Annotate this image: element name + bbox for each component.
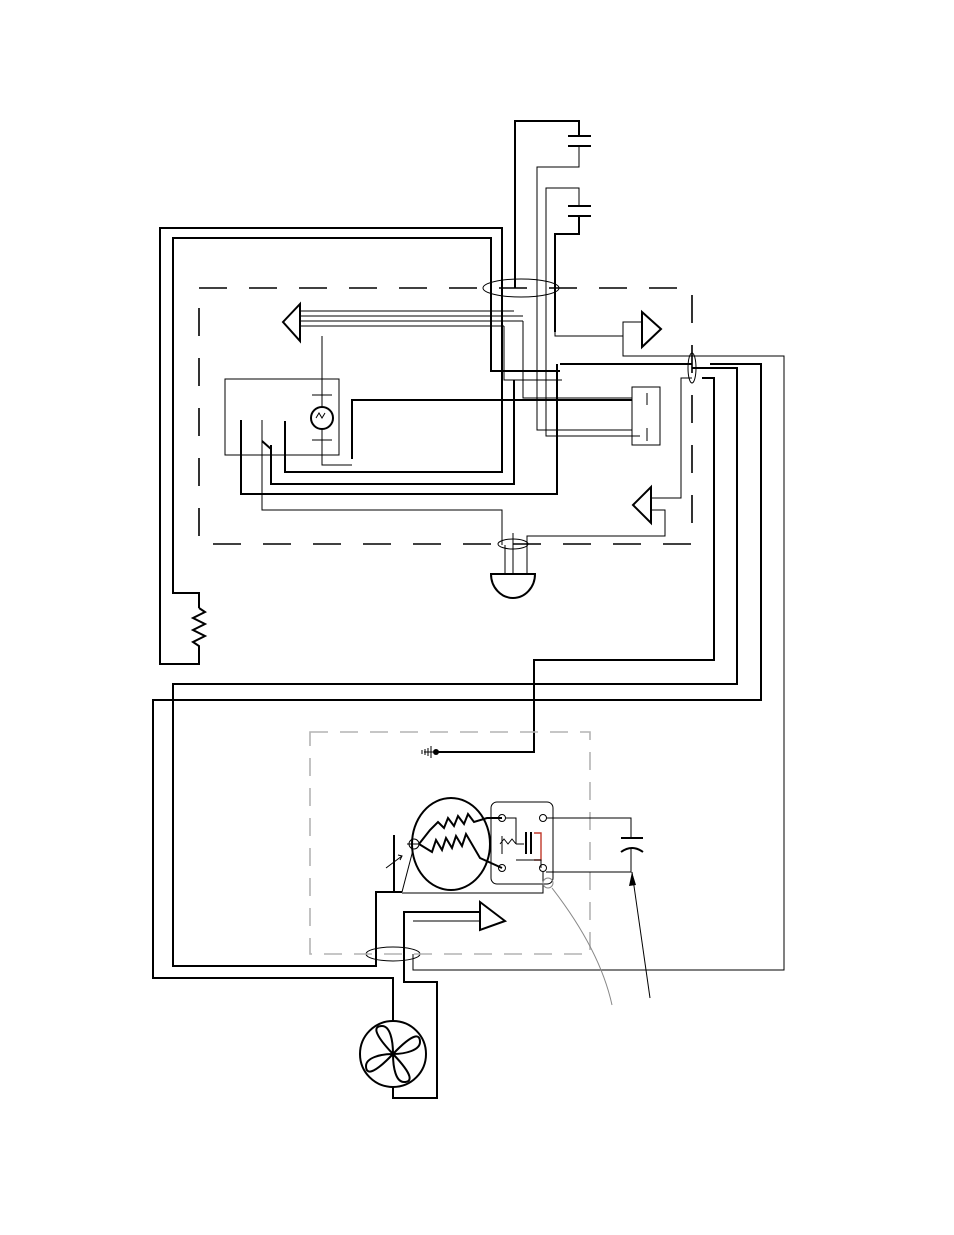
plug-connector-lower (527, 378, 692, 548)
heater-circuit (160, 228, 502, 664)
start-relay (491, 802, 553, 884)
fan-connector (413, 902, 505, 930)
thermostat-lamp (225, 336, 352, 465)
ground-icon (422, 746, 439, 758)
run-capacitor-top (515, 121, 591, 373)
leader-lines (543, 872, 650, 1005)
switch-block (537, 373, 660, 445)
start-capacitor (546, 818, 643, 872)
grommet-icon (491, 574, 535, 598)
run-capacitor-second (546, 188, 591, 373)
compressor-motor (407, 798, 502, 890)
condenser-fan (360, 1021, 426, 1087)
resistor-icon (193, 608, 205, 648)
plug-connector-top (283, 304, 523, 341)
compressor-icon (412, 798, 490, 890)
